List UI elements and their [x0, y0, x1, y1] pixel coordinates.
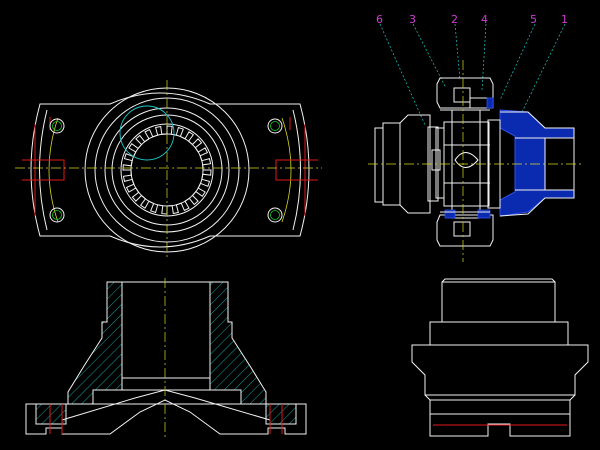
- yoke-front-section: [25, 278, 307, 440]
- part-label-1: 1: [561, 13, 568, 26]
- part-label-4: 4: [481, 13, 488, 26]
- part-label-6: 6: [376, 13, 383, 26]
- yoke-side-view: [411, 278, 589, 437]
- spline-teeth: [122, 125, 212, 215]
- part-label-2: 2: [451, 13, 458, 26]
- part-label-5: 5: [530, 13, 537, 26]
- part-label-3: 3: [409, 13, 416, 26]
- assembly-section-view: 6 3 2 4 5 1: [368, 13, 583, 262]
- spline-profile: [122, 125, 212, 215]
- flange-yoke-end-view: [15, 80, 322, 260]
